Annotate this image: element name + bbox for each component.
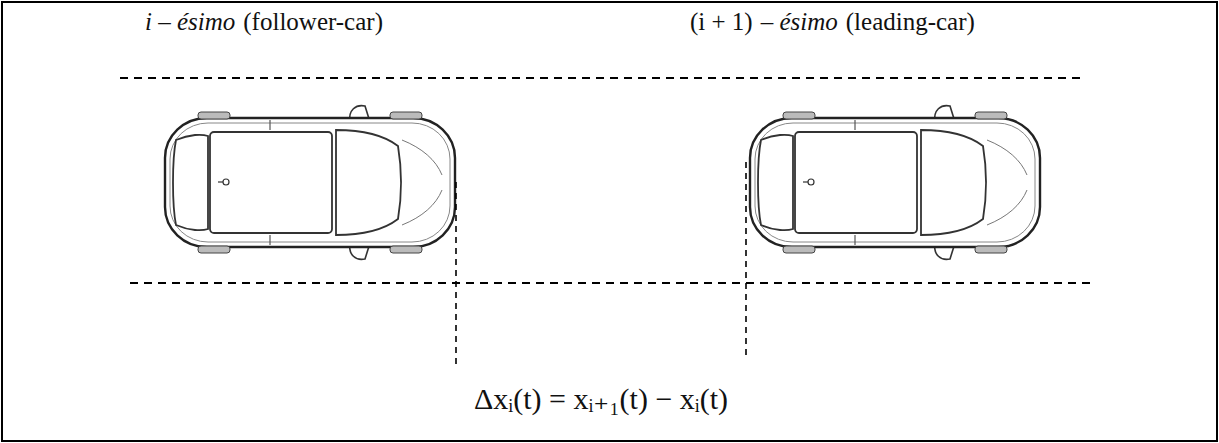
car-label: (i + 1) — [690, 8, 753, 36]
gap-formula: Δxᵢ(t) = xᵢ₊₁(t) − xᵢ(t) — [474, 382, 728, 415]
lane-line — [120, 77, 1082, 79]
follower-car — [165, 106, 455, 260]
car-label: i – ésimo — [145, 8, 235, 36]
car-label: (leading-car) — [846, 8, 975, 36]
reference-line — [745, 162, 747, 360]
car-label: (follower-car) — [243, 8, 383, 36]
car-label: – ésimo — [761, 8, 838, 36]
reference-line — [455, 182, 457, 368]
leading-car — [750, 106, 1040, 260]
lane-line — [130, 282, 1092, 284]
